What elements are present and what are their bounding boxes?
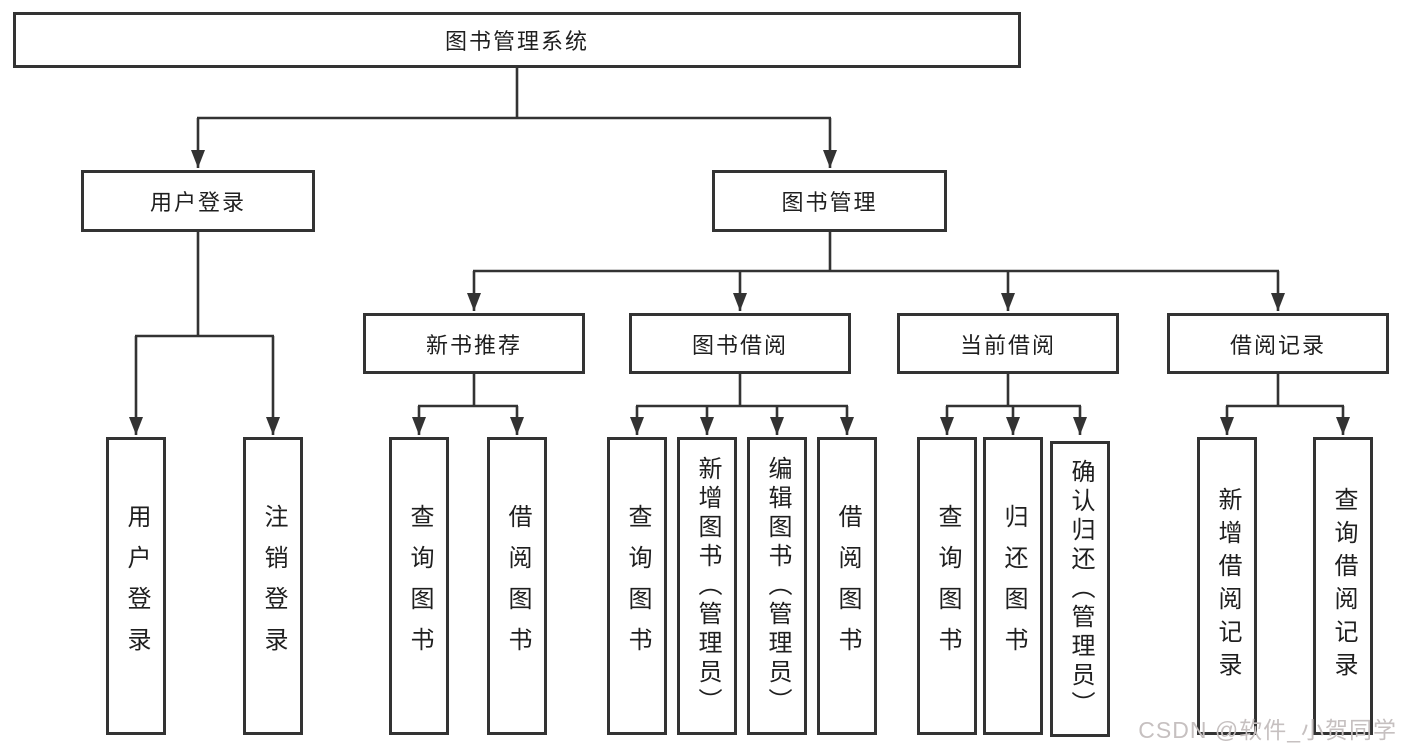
node-label: 新书推荐: [425, 332, 522, 358]
leaf-query-books-borrowing: 查询图书: [607, 437, 667, 735]
node-book-borrowing: 图书借阅: [629, 313, 851, 374]
leaf-label: 新增图书（管理员）: [694, 455, 721, 717]
node-user-login: 用户登录: [81, 170, 315, 232]
leaf-edit-books-admin: 编辑图书（管理员）: [747, 437, 807, 735]
leaf-label: 借阅图书: [504, 504, 531, 668]
node-label: 当前借阅: [959, 332, 1056, 358]
leaf-label: 查询借阅记录: [1330, 487, 1357, 685]
leaf-user-login: 用户登录: [106, 437, 166, 735]
node-current-borrowing: 当前借阅: [897, 313, 1119, 374]
leaf-label: 注销登录: [260, 504, 287, 668]
leaf-label: 归还图书: [1000, 504, 1027, 668]
leaf-label: 查询图书: [934, 504, 961, 668]
leaf-label: 新增借阅记录: [1214, 487, 1241, 685]
node-label: 用户登录: [149, 190, 246, 215]
node-book-management: 图书管理: [712, 170, 947, 232]
leaf-add-borrowing-record: 新增借阅记录: [1197, 437, 1257, 735]
leaf-label: 查询图书: [624, 504, 651, 668]
node-label: 图书管理系统: [444, 29, 589, 54]
leaf-query-borrowing-record: 查询借阅记录: [1313, 437, 1373, 735]
leaf-label: 编辑图书（管理员）: [764, 455, 791, 717]
leaf-return-books: 归还图书: [983, 437, 1043, 735]
leaf-label: 用户登录: [123, 504, 150, 668]
leaf-borrow-books-recommend: 借阅图书: [487, 437, 547, 735]
node-borrowing-records: 借阅记录: [1167, 313, 1389, 374]
leaf-label: 确认归还（管理员）: [1067, 458, 1094, 720]
node-label: 图书管理: [781, 190, 878, 215]
node-label: 图书借阅: [691, 332, 788, 358]
leaf-logout: 注销登录: [243, 437, 303, 735]
csdn-watermark: CSDN @软件_小贺同学: [1138, 717, 1397, 743]
leaf-label: 借阅图书: [834, 504, 861, 668]
leaf-confirm-return-admin: 确认归还（管理员）: [1050, 441, 1110, 737]
node-library-management-system: 图书管理系统: [13, 12, 1021, 68]
leaf-borrow-books: 借阅图书: [817, 437, 877, 735]
leaf-query-books-current: 查询图书: [917, 437, 977, 735]
node-label: 借阅记录: [1229, 332, 1326, 358]
leaf-add-books-admin: 新增图书（管理员）: [677, 437, 737, 735]
leaf-query-books-recommend: 查询图书: [389, 437, 449, 735]
leaf-label: 查询图书: [406, 504, 433, 668]
node-new-book-recommendation: 新书推荐: [363, 313, 585, 374]
